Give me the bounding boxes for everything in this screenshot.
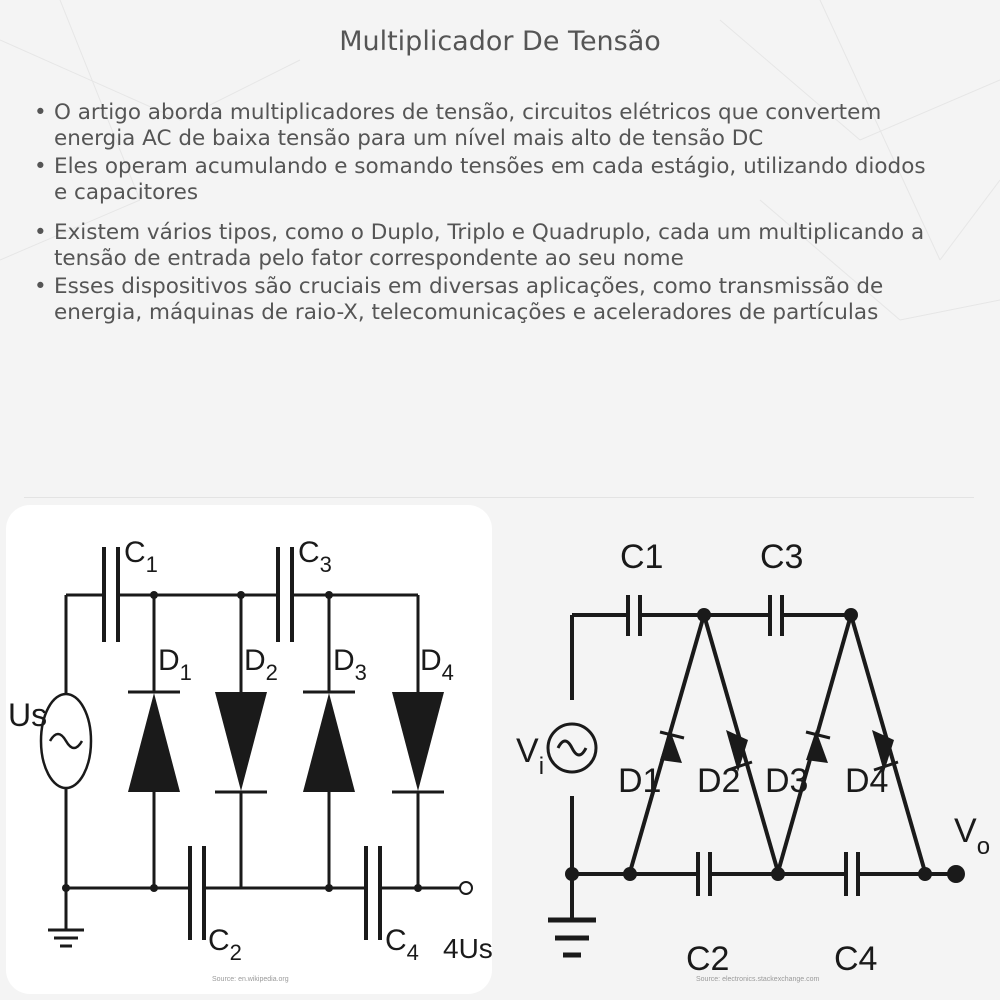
diode-d3-label: D3 — [333, 644, 367, 685]
bullet-text: O artigo aborda multiplicadores de tensã… — [54, 100, 882, 151]
bullet-dot: • — [34, 220, 47, 245]
right-source-credit: Source: electronics.stackexchange.com — [696, 976, 820, 983]
input-voltage-label: Vi — [516, 732, 544, 780]
bullet-item: • Existem vários tipos, como o Duplo, Tri… — [32, 220, 932, 272]
cap-c2-label: C2 — [208, 924, 242, 965]
bullet-dot: • — [34, 100, 47, 125]
diode-d1-label: D1 — [158, 644, 192, 685]
section-divider — [24, 497, 974, 498]
diode-d2-label: D2 — [697, 762, 740, 800]
diode-d1-symbol — [128, 693, 180, 792]
left-source-credit: Source: en.wikipedia.org — [212, 976, 289, 983]
diode-d3-symbol — [303, 693, 355, 792]
cap-c4-label: C4 — [834, 940, 877, 978]
diode-d2-symbol — [215, 692, 267, 791]
bullet-item: • Esses dispositivos são cruciais em dive… — [32, 274, 932, 326]
bullet-item: • Eles operam acumulando e somando tensõe… — [32, 154, 932, 206]
cap-c1-label: C1 — [124, 536, 158, 577]
output-label: 4Us — [443, 933, 493, 964]
bullet-text: Existem vários tipos, como o Duplo, Trip… — [54, 220, 925, 271]
diode-d4-label: D4 — [845, 762, 888, 800]
diode-d4-symbol — [392, 692, 444, 791]
diode-d3-symbol — [805, 730, 831, 763]
bullet-list: • O artigo aborda multiplicadores de tens… — [32, 100, 932, 328]
diode-d1-label: D1 — [618, 762, 661, 800]
diode-d3-label: D3 — [765, 762, 808, 800]
bullet-item: • O artigo aborda multiplicadores de tens… — [32, 100, 932, 152]
left-circuit-diagram: Us 4Us C1 C2 C3 C4 D1 D2 D3 D4 — [8, 536, 493, 965]
source-label: Us — [8, 697, 47, 733]
cap-c1-label: C1 — [620, 538, 663, 576]
diode-d4-symbol — [872, 730, 899, 772]
cap-c2-label: C2 — [686, 940, 729, 978]
bullet-text: Esses dispositivos são cruciais em diver… — [54, 274, 884, 325]
cap-c3-label: C3 — [760, 538, 803, 576]
bullet-dot: • — [34, 154, 47, 179]
diode-d1-symbol — [659, 730, 685, 763]
cap-c3-label: C3 — [298, 536, 332, 577]
output-voltage-label: Vo — [954, 812, 990, 860]
diode-d4-label: D4 — [420, 644, 454, 685]
diode-d2-label: D2 — [244, 644, 278, 685]
diode-d2-symbol — [726, 730, 753, 772]
output-terminal — [459, 881, 473, 895]
bullet-dot: • — [34, 274, 47, 299]
bullet-text: Eles operam acumulando e somando tensões… — [54, 154, 926, 205]
cap-c4-label: C4 — [385, 924, 419, 965]
page-title: Multiplicador De Tensão — [339, 26, 661, 57]
output-terminal — [947, 865, 965, 883]
